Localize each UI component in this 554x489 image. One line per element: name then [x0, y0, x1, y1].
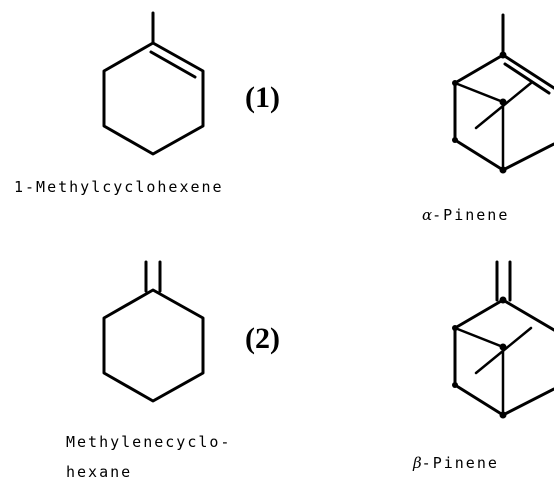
- alpha-atom-upper-left: [452, 80, 458, 86]
- beta-pinene-outer-ring: [453, 298, 554, 417]
- alpha-gem-dimethyl-bond: [474, 81, 533, 130]
- beta-atom-center: [499, 343, 507, 351]
- alpha-atom-center: [499, 98, 507, 106]
- alpha-pinene-structure: [452, 13, 554, 174]
- alpha-ring-double-bond: [503, 62, 551, 95]
- alpha-symbol: α: [422, 206, 433, 224]
- methylcyclohexene-label: 1-Methylcyclohexene: [14, 178, 224, 196]
- ring-double-bond: [149, 50, 197, 79]
- alpha-pinene-label: α-Pinene: [422, 208, 509, 223]
- alpha-atom-lower-left: [452, 137, 458, 143]
- cyclohexane-ring: [102, 288, 205, 403]
- beta-atom-lower-left: [452, 382, 458, 388]
- methylenecyclohexane-structure: [102, 260, 205, 403]
- methylenecyclohexane-label-line1: Methylenecyclo-: [66, 433, 232, 451]
- alpha-atom-bottom: [499, 166, 507, 174]
- beta-atom-upper-left: [452, 325, 458, 331]
- alpha-pinene-outer-ring: [453, 53, 554, 172]
- alpha-atom-top: [499, 51, 507, 59]
- beta-pinene-structure: [452, 260, 554, 419]
- beta-pinene-name: -Pinene: [421, 454, 499, 472]
- compound-tag-1: (1): [245, 81, 280, 114]
- compound-tag-2: (2): [245, 322, 280, 355]
- methylenecyclohexane-label-line2: hexane: [66, 463, 133, 481]
- beta-pinene-label: β-Pinene: [413, 456, 499, 471]
- beta-atom-top: [499, 296, 507, 304]
- methylcyclohexene-structure: [102, 11, 205, 156]
- cyclohexene-ring: [102, 41, 205, 156]
- beta-gem-dimethyl-bond: [474, 326, 533, 375]
- alpha-pinene-name: -Pinene: [432, 206, 510, 224]
- beta-symbol: β: [413, 454, 422, 472]
- beta-atom-bottom: [499, 411, 507, 419]
